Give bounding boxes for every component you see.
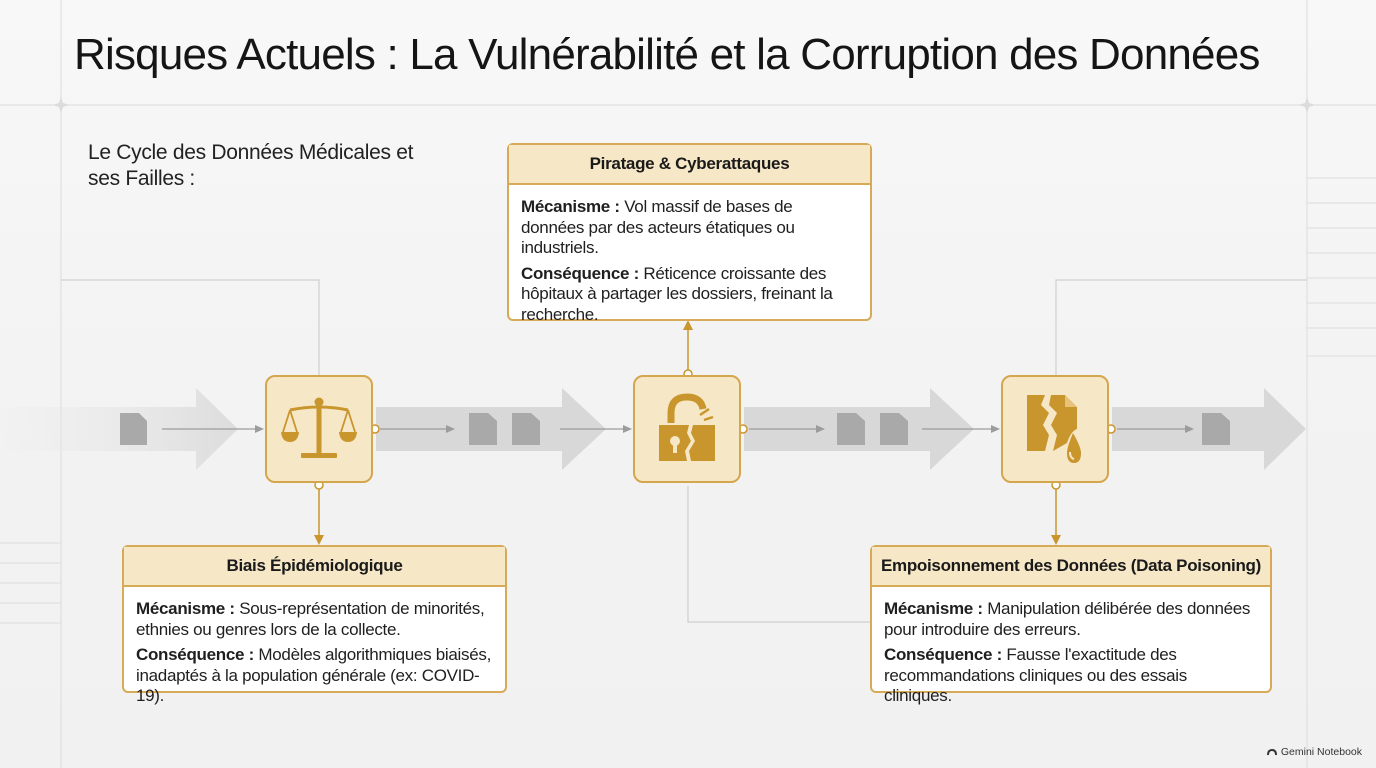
routing-lines [61,279,1307,623]
card-title: Empoisonnement des Données (Data Poisoni… [872,547,1270,587]
card-body: Mécanisme : Manipulation délibérée des d… [872,587,1270,707]
card-biais: Biais Épidémiologique Mécanisme : Sous-r… [122,545,507,705]
node-hacking [633,375,741,483]
mechanism-paragraph: Mécanisme : Manipulation délibérée des d… [884,599,1258,640]
consequence-paragraph: Conséquence : Modèles algorithmiques bia… [136,645,493,707]
side-stripes-left [0,542,61,624]
mechanism-label: Mécanisme : [521,197,620,216]
card-body: Mécanisme : Vol massif de bases de donné… [509,185,870,325]
frame-diamonds [52,96,1316,114]
consequence-label: Conséquence : [521,263,639,283]
document-icon [880,413,908,445]
side-stripes-right [1307,177,1376,357]
node-poisoning [1001,375,1109,483]
mechanism-paragraph: Mécanisme : Vol massif de bases de donné… [521,197,858,259]
consequence-label: Conséquence : [136,645,254,664]
consequence-paragraph: Conséquence : Fausse l'exactitude des re… [884,645,1258,707]
card-piratage: Piratage & Cyberattaques Mécanisme : Vol… [507,143,872,324]
mechanism-paragraph: Mécanisme : Sous-représentation de minor… [136,599,493,640]
watermark-text: Gemini Notebook [1280,746,1362,758]
document-icon [512,413,540,445]
consequence-text: Fausse l'exactitude des recommandations … [884,645,1187,705]
flow-arrow-1 [0,388,238,470]
page-title: Risques Actuels : La Vulnérabilité et la… [74,30,1260,79]
card-title: Piratage & Cyberattaques [509,145,870,185]
watermark: Gemini Notebook [1266,746,1362,758]
consequence-label: Conséquence : [884,645,1002,664]
document-icon [837,413,865,445]
mechanism-label: Mécanisme : [884,599,983,618]
mechanism-text: Vol massif de bases de données par des a… [521,197,795,257]
document-icons [120,413,1230,445]
mechanism-label: Mécanisme : [136,599,235,618]
consequence-text: Modèles algorithmiques biaisés, inadapté… [136,645,492,705]
mechanism-text: Manipulation délibérée des données pour … [884,599,1251,639]
document-icon [469,413,497,445]
card-empoisonnement: Empoisonnement des Données (Data Poisoni… [870,545,1272,705]
consequence-paragraph: Conséquence : Réticence croissante des h… [521,264,858,326]
card-body: Mécanisme : Sous-représentation de minor… [124,587,505,707]
consequence-text: Réticence croissante des hôpitaux à part… [521,263,833,324]
document-icon [120,413,147,445]
node-bias [265,375,373,483]
card-title: Biais Épidémiologique [124,547,505,587]
notebook-logo-icon [1266,749,1277,755]
unlocked-padlock-icon [659,393,715,461]
gold-connectors [314,320,1061,545]
document-icon [1202,413,1230,445]
diagram-subtitle: Le Cycle des Données Médicales et ses Fa… [88,141,414,190]
flow-small-arrows [162,425,1194,433]
mechanism-text: Sous-représentation de minorités, ethnie… [136,599,485,639]
scales-icon [281,397,357,458]
corrupted-file-icon [1027,395,1081,463]
